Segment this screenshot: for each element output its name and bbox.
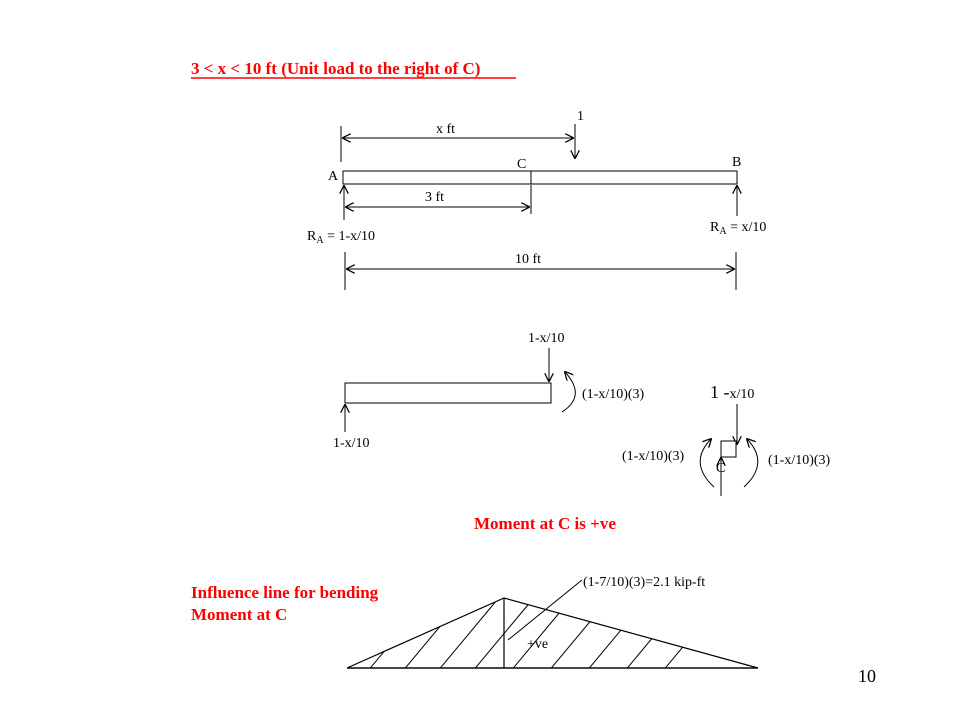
influence-title-line2: Moment at C (191, 605, 287, 624)
joint-element (720, 440, 737, 458)
3ft-dim-label: 3 ft (425, 190, 444, 205)
fbd-moment-arrow (561, 372, 576, 413)
beam (342, 170, 738, 185)
point-c-label: C (517, 157, 526, 172)
fbd-moment-label: (1-x/10)(3) (582, 387, 645, 402)
support-b-label: B (732, 155, 741, 170)
peak-leader-line (507, 579, 583, 641)
support-a-label: A (328, 169, 339, 184)
influence-sign-label: +ve (527, 637, 548, 652)
unit-load-label: 1 (577, 109, 584, 124)
page-number: 10 (858, 666, 876, 686)
joint-moment-right-arrow (743, 439, 759, 488)
joint-moment-right-label: (1-x/10)(3) (768, 453, 831, 468)
fbd-shear-label: 1-x/10 (528, 331, 565, 346)
joint-moment-left-label: (1-x/10)(3) (622, 449, 685, 464)
influence-line-triangle (346, 597, 759, 669)
joint-shear-label: 1 -x/10 (710, 382, 754, 402)
x-dim-label: x ft (436, 122, 455, 137)
moment-statement: Moment at C is +ve (474, 514, 616, 533)
page-title: 3 < x < 10 ft (Unit load to the right of… (191, 59, 480, 78)
influence-peak-label: (1-7/10)(3)=2.1 kip-ft (583, 575, 705, 590)
reaction-a-label: RA = 1-x/10 (307, 229, 375, 246)
influence-title-line1: Influence line for bending (191, 583, 379, 602)
joint-c-label: C (716, 461, 725, 476)
fbd-segment (344, 382, 552, 404)
joint-moment-left-arrow (699, 439, 715, 488)
fbd-reaction-label: 1-x/10 (333, 436, 370, 451)
reaction-b-label: RA = x/10 (710, 220, 766, 237)
10ft-dim-label: 10 ft (515, 252, 541, 267)
